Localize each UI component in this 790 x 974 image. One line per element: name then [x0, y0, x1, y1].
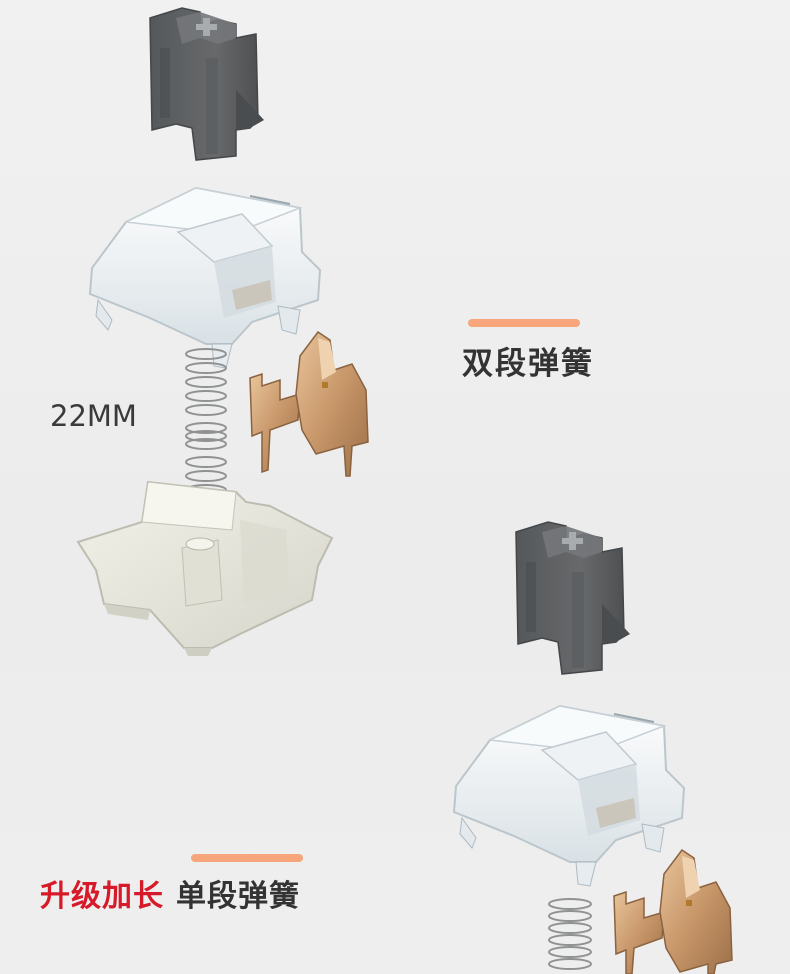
single-spring-label: 单段弹簧: [176, 879, 300, 914]
switch-stem-icon: [515, 521, 630, 675]
clear-top-housing-icon: [452, 704, 686, 887]
bottom-housing-icon: [76, 480, 334, 656]
spring-length-label: 22MM: [50, 399, 137, 433]
spring-icon: [548, 898, 592, 970]
contact-leaf-icon: [613, 848, 733, 974]
clear-top-housing-icon: [88, 186, 322, 369]
accent-bar-dual-spring: [468, 319, 580, 327]
single-spring-headline: 升级加长单段弹簧: [40, 871, 300, 915]
upgrade-highlight-text: 升级加长: [40, 879, 164, 914]
contact-leaf-icon: [249, 330, 369, 477]
accent-bar-single-spring: [191, 854, 303, 862]
switch-stem-icon: [149, 7, 264, 161]
dual-spring-label: 双段弹簧: [462, 346, 594, 382]
